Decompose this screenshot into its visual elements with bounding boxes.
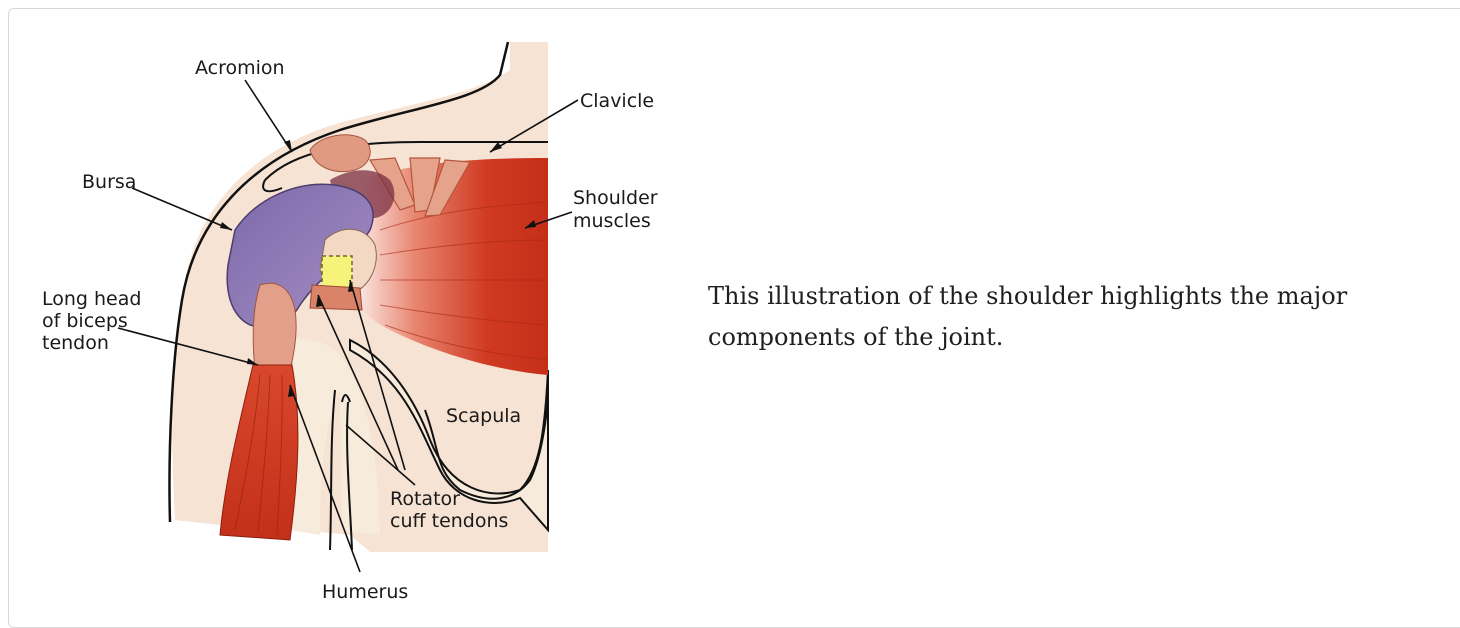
label-shoulder-muscles-1: Shoulder <box>573 187 658 209</box>
label-biceps-3: tendon <box>42 332 109 354</box>
shoulder-anatomy-illustration: Acromion Clavicle Bursa Shoulder muscles… <box>20 30 680 610</box>
biceps-tendon <box>253 283 296 370</box>
figure-caption: This illustration of the shoulder highli… <box>708 276 1408 358</box>
label-shoulder-muscles-2: muscles <box>573 210 651 232</box>
label-rotator-2: cuff tendons <box>390 510 508 532</box>
label-bursa: Bursa <box>82 171 136 193</box>
label-rotator-1: Rotator <box>390 488 460 510</box>
label-biceps-2: of biceps <box>42 310 128 332</box>
rotator-cuff-highlight <box>322 256 352 288</box>
label-biceps-1: Long head <box>42 288 141 310</box>
label-humerus: Humerus <box>322 581 408 603</box>
label-clavicle: Clavicle <box>580 90 654 112</box>
label-acromion: Acromion <box>195 57 285 79</box>
shoulder-diagram-svg: Acromion Clavicle Bursa Shoulder muscles… <box>20 30 680 610</box>
label-scapula: Scapula <box>446 405 521 427</box>
